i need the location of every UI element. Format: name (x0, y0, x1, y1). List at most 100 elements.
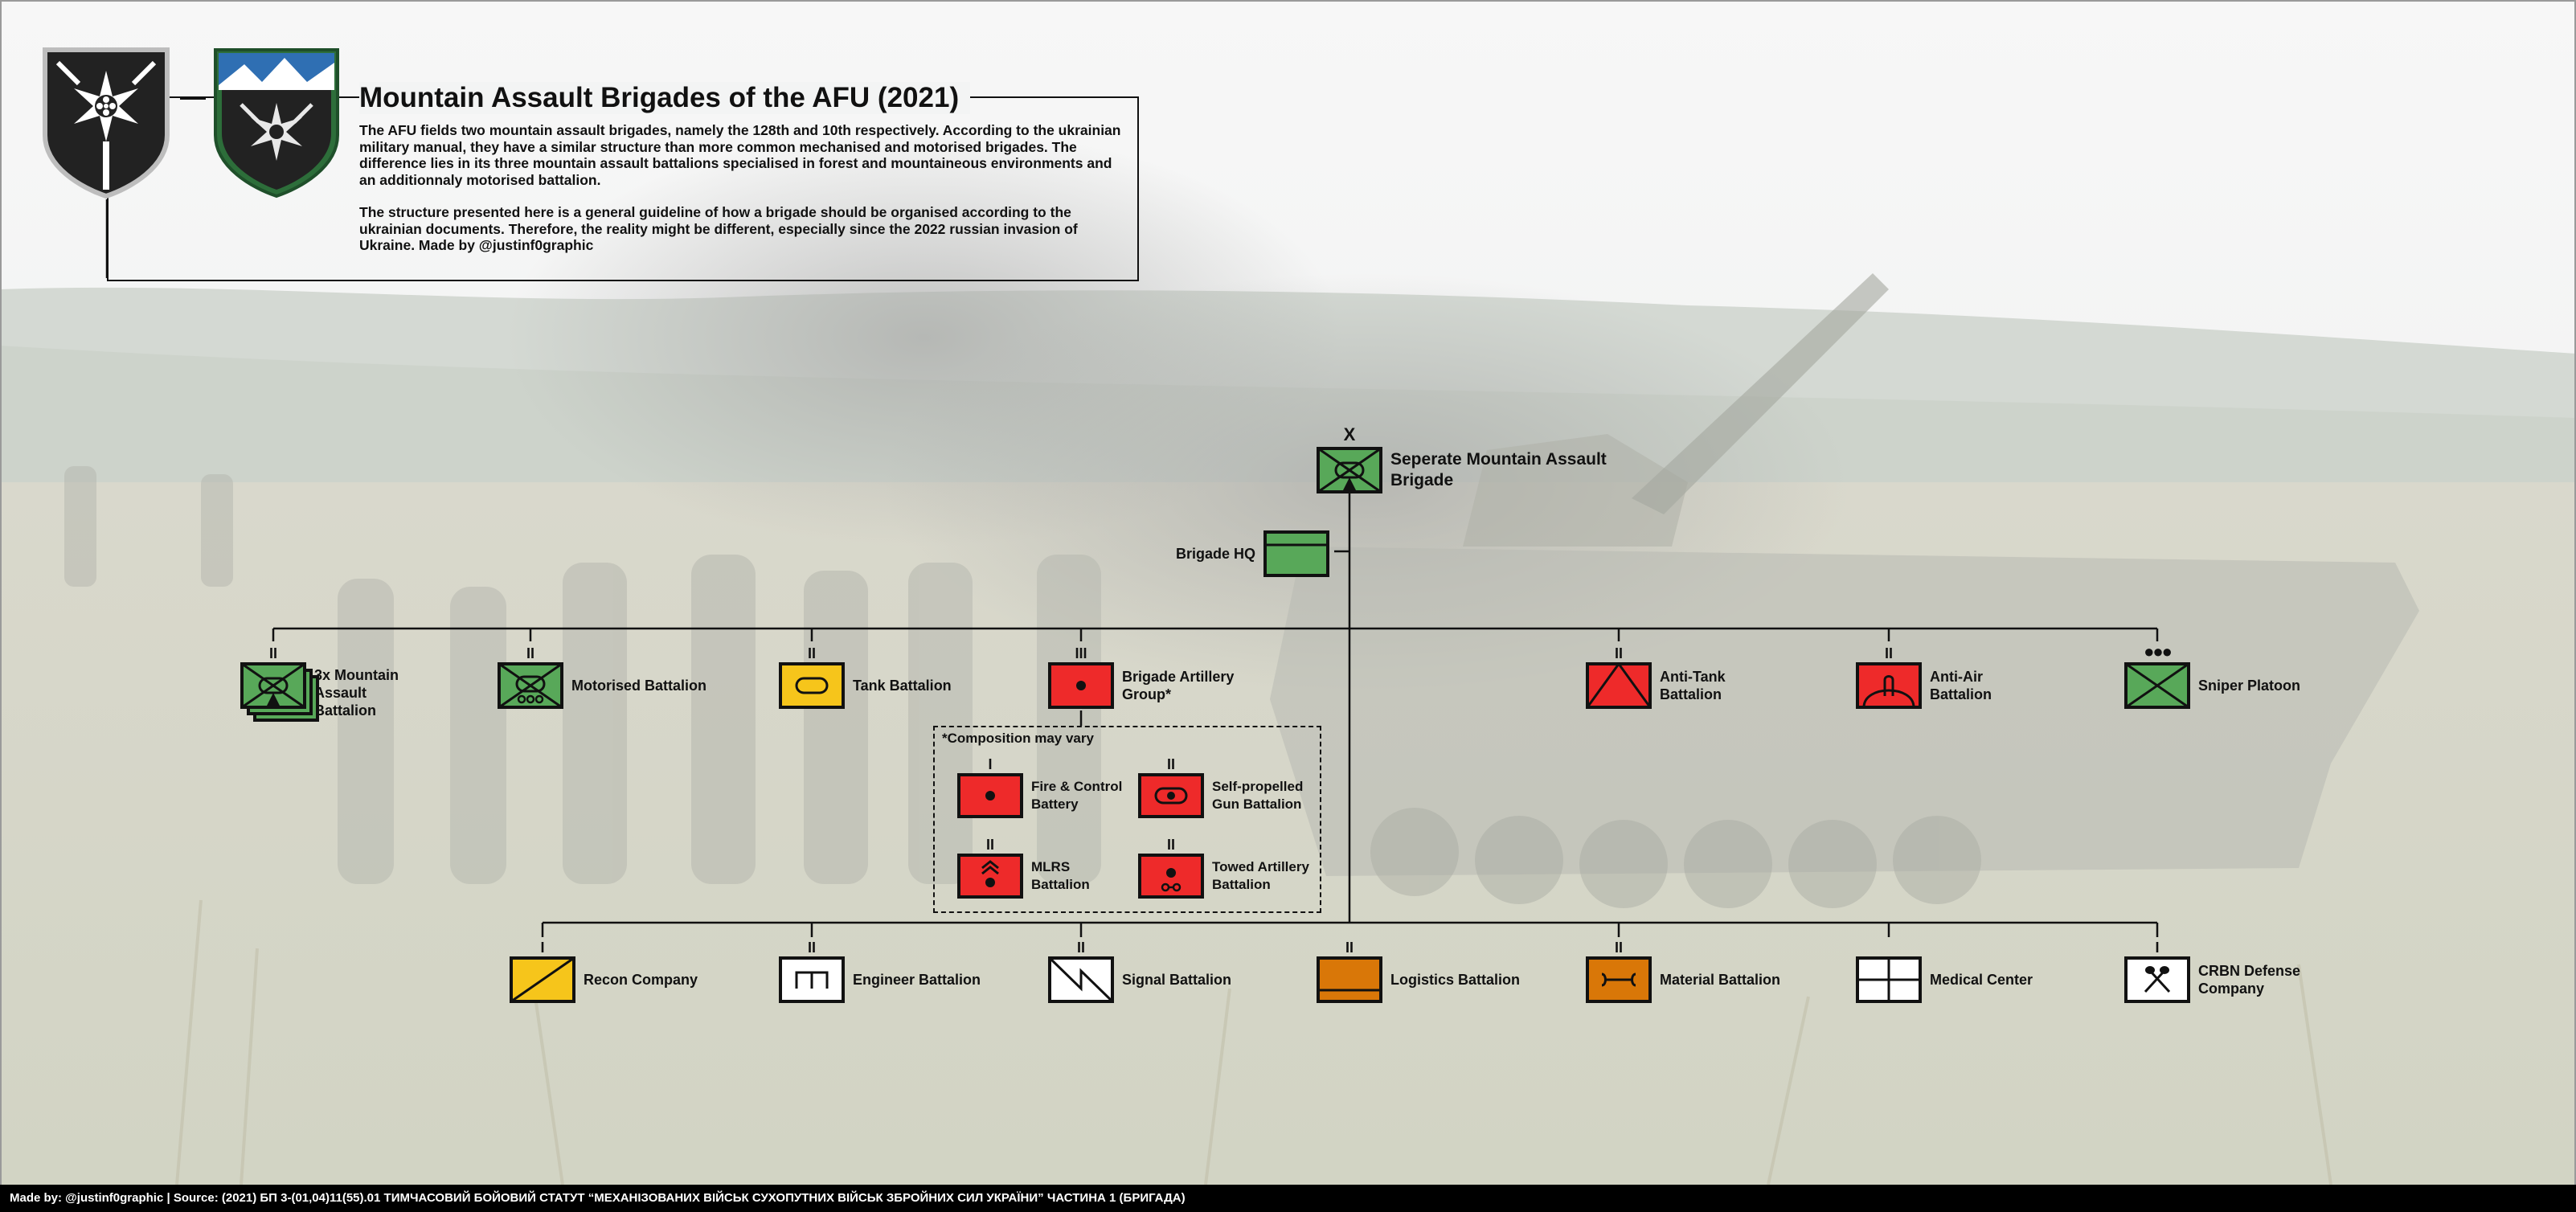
artillery-composition-box (933, 726, 1321, 913)
motorised-echelon: II (526, 645, 534, 661)
sniper-platoon-unit: ●●● Sniper Platoon (2124, 643, 2301, 709)
engineer-icon (779, 956, 845, 1003)
artillery-icon (957, 773, 1023, 818)
recon-company-unit: I Recon Company (510, 940, 698, 1003)
source-footer: Made by: @justinf0graphic | Source: (202… (0, 1185, 2576, 1212)
material-symbol: II (1586, 940, 1652, 1003)
logistics-symbol: II (1317, 940, 1382, 1003)
cbrn-icon (2124, 956, 2190, 1003)
brigade-echelon: X (1343, 424, 1356, 444)
sp-gun-battalion-unit: II Self-propelled Gun Battalion (1138, 757, 1317, 818)
logistics-battalion-unit: II Logistics Battalion (1317, 940, 1521, 1003)
self-propelled-artillery-icon (1138, 773, 1204, 818)
material-echelon: II (1614, 940, 1623, 956)
medical-label: Medical Center (1930, 972, 2033, 988)
recon-label: Recon Company (584, 972, 698, 988)
mlrs-label: MLRS Battalion (1031, 859, 1090, 892)
sniper-symbol: ●●● (2124, 643, 2190, 709)
motorised-infantry-icon (498, 662, 563, 709)
sp-gun-symbol: II (1138, 757, 1204, 818)
towed-echelon: II (1166, 837, 1175, 853)
logistics-label: Logistics Battalion (1390, 972, 1521, 988)
anti-air-label: Anti-Air Battalion (1930, 669, 1992, 702)
air-defense-icon (1856, 662, 1922, 709)
signal-label: Signal Battalion (1122, 972, 1232, 988)
anti-air-echelon: II (1884, 645, 1893, 661)
armor-icon (779, 662, 845, 709)
anti-tank-icon (1586, 662, 1652, 709)
fire-control-echelon: I (988, 756, 993, 772)
tank-symbol: II (779, 646, 845, 709)
rocket-artillery-icon (957, 854, 1023, 899)
fire-control-symbol: I (957, 757, 1023, 818)
brigade-label: Seperate Mountain Assault Brigade (1390, 450, 1607, 489)
anti-tank-label: Anti-Tank Battalion (1660, 669, 1726, 702)
artillery-composition-note: *Composition may vary (942, 731, 1094, 746)
crbn-defense-company-unit: I CRBN Defense Company (2124, 940, 2311, 1003)
recon-symbol: I (510, 940, 575, 1003)
10th-brigade-emblem-icon (214, 48, 339, 199)
engineer-echelon: II (807, 940, 816, 956)
reconnaissance-icon (510, 956, 575, 1003)
material-label: Material Battalion (1660, 972, 1781, 988)
signal-icon (1048, 956, 1114, 1003)
signal-echelon: II (1076, 940, 1085, 956)
description-paragraph-1: The AFU fields two mountain assault brig… (359, 122, 1121, 188)
crbn-echelon: I (2155, 940, 2160, 956)
engineer-battalion-unit: II Engineer Battalion (779, 940, 981, 1003)
mlrs-echelon: II (985, 837, 994, 853)
mountain-assault-label: 3x Mountain Assault Battalion (314, 667, 399, 719)
brigade-unit: X Seperate Mountain Assault Brigade (1317, 426, 1632, 493)
motorised-label: Motorised Battalion (571, 678, 707, 694)
towed-symbol: II (1138, 837, 1204, 899)
mountain-assault-battalion-unit: II 3x Mountain Assault Battalion (240, 646, 427, 723)
mountain-infantry-icon (240, 662, 319, 722)
logistics-echelon: II (1345, 940, 1354, 956)
towed-label: Towed Artillery Battalion (1212, 859, 1309, 892)
page-title: Mountain Assault Brigades of the AFU (20… (359, 82, 971, 114)
artillery-icon (1048, 662, 1114, 709)
brigade-hq-unit: Brigade HQ (1176, 530, 1330, 577)
artillery-group-echelon: III (1075, 645, 1087, 661)
engineer-symbol: II (779, 940, 845, 1003)
signal-battalion-unit: II Signal Battalion (1048, 940, 1232, 1003)
motorised-symbol: II (498, 646, 563, 709)
material-battalion-unit: II Material Battalion (1586, 940, 1781, 1003)
medical-center-unit: Medical Center (1856, 956, 2033, 1003)
brigade-symbol: X (1317, 426, 1382, 493)
signal-symbol: II (1048, 940, 1114, 1003)
logistics-icon (1317, 956, 1382, 1003)
sp-gun-echelon: II (1166, 756, 1175, 772)
tank-echelon: II (807, 645, 816, 661)
medical-icon (1856, 956, 1922, 1003)
fire-control-battery-unit: I Fire & Control Battery (957, 757, 1132, 818)
128th-brigade-emblem-icon (43, 47, 170, 199)
tank-battalion-unit: II Tank Battalion (779, 646, 952, 709)
sniper-echelon: ●●● (2144, 641, 2173, 661)
crbn-symbol: I (2124, 940, 2190, 1003)
mlrs-battalion-unit: II MLRS Battalion (957, 837, 1112, 899)
mlrs-symbol: II (957, 837, 1023, 899)
brigade-hq-label: Brigade HQ (1176, 546, 1256, 562)
towed-artillery-battalion-unit: II Towed Artillery Battalion (1138, 837, 1321, 899)
mountain-assault-symbol: II (240, 646, 321, 723)
maintenance-icon (1586, 956, 1652, 1003)
infantry-icon (2124, 662, 2190, 709)
mountain-infantry-icon (1317, 447, 1382, 493)
sniper-label: Sniper Platoon (2198, 678, 2301, 694)
description-paragraph-2: The structure presented here is a genera… (359, 204, 1078, 253)
description: The AFU fields two mountain assault brig… (359, 122, 1131, 270)
artillery-group-label: Brigade Artillery Group* (1122, 669, 1235, 702)
anti-air-battalion-unit: II Anti-Air Battalion (1856, 646, 2018, 709)
tank-label: Tank Battalion (853, 678, 952, 694)
crbn-label: CRBN Defense Company (2198, 963, 2301, 997)
mountain-assault-echelon: II (268, 645, 277, 661)
anti-tank-echelon: II (1614, 645, 1623, 661)
motorised-battalion-unit: II Motorised Battalion (498, 646, 707, 709)
fire-control-label: Fire & Control Battery (1031, 779, 1123, 812)
artillery-group-symbol: III (1048, 646, 1114, 709)
brigade-hq-symbol (1263, 530, 1330, 577)
medical-symbol (1856, 956, 1922, 1003)
engineer-label: Engineer Battalion (853, 972, 981, 988)
hq-icon (1263, 530, 1330, 577)
